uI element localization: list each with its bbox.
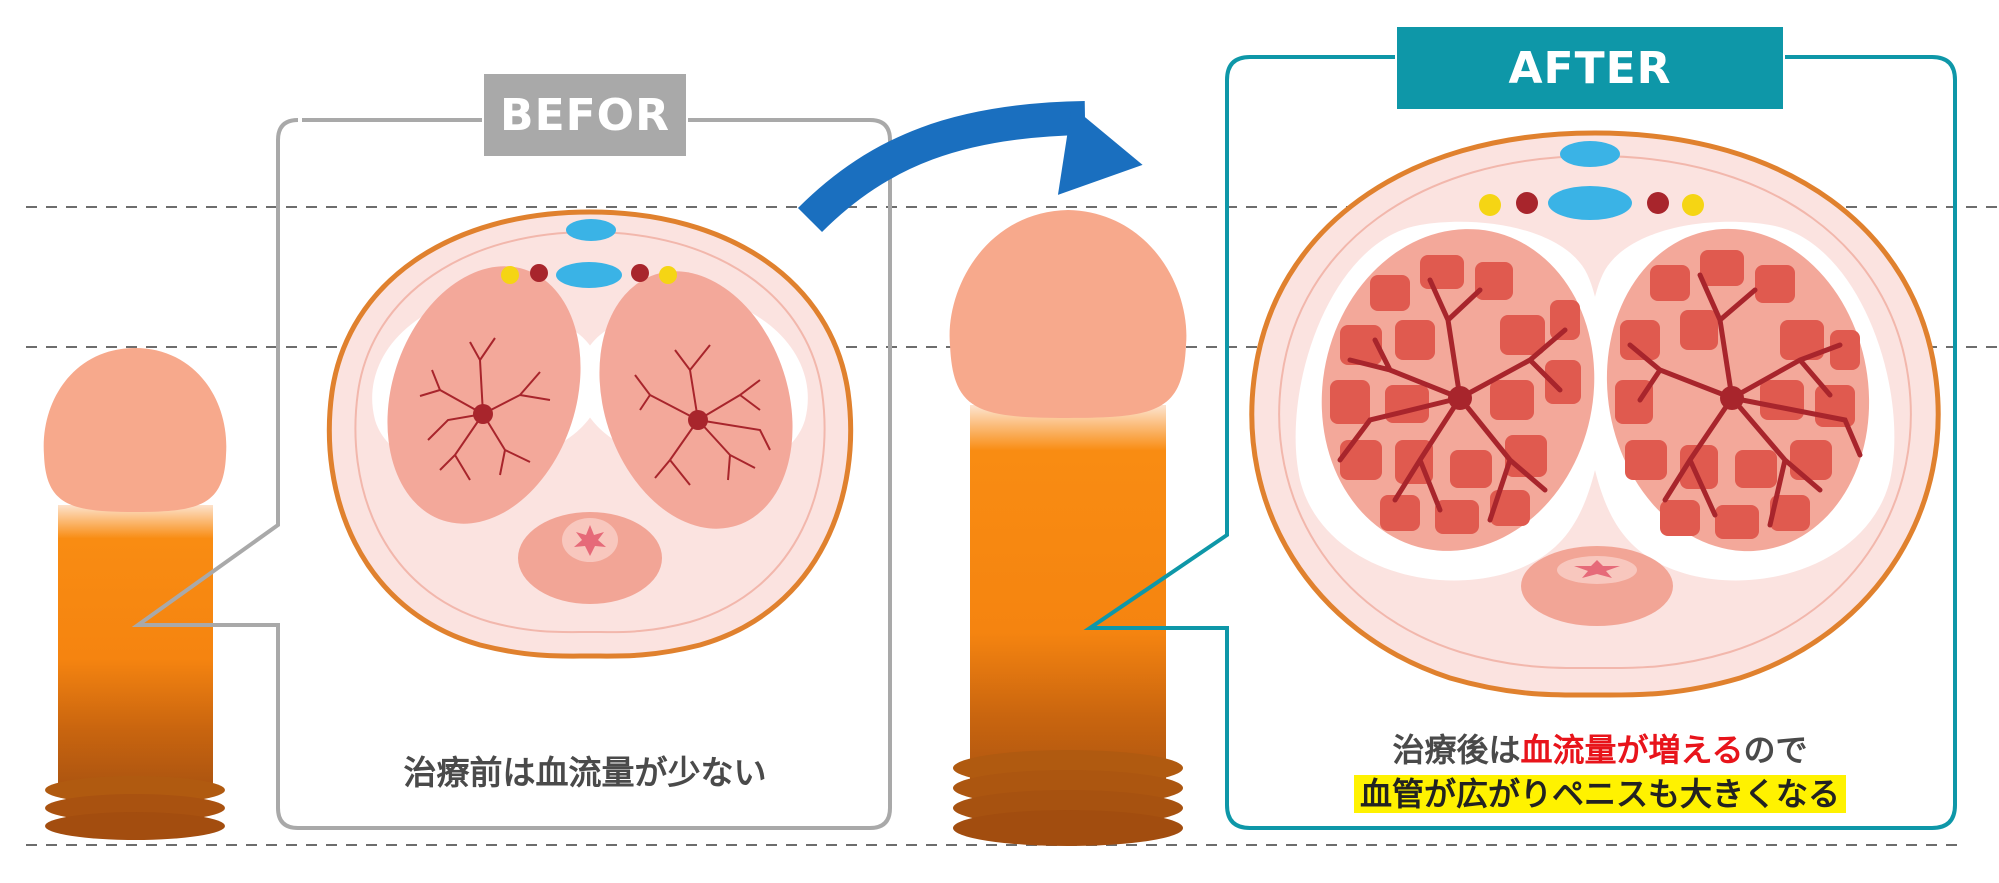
before-label: BEFOR <box>484 74 686 156</box>
after-caption-red-text: 血流量が増える <box>1520 731 1744 769</box>
before-caption: 治療前は血流量が少ない <box>403 753 767 792</box>
after-penis-illustration <box>949 210 1187 846</box>
before-frame <box>131 118 892 830</box>
before-penis-illustration <box>43 348 227 840</box>
after-caption: 治療後は血流量が増えるので 血管が広がりペニスも大きくなる <box>1240 728 1960 816</box>
before-veins <box>419 337 771 486</box>
after-caption-highlight: 血管が広がりペニスも大きくなる <box>1353 775 1846 813</box>
after-caption-line1: 治療後は血流量が増えるので <box>1240 728 1960 772</box>
after-caption-line2: 血管が広がりペニスも大きくなる <box>1240 772 1960 816</box>
before-cross-section <box>326 209 854 659</box>
after-caption-part1: 治療後は <box>1392 731 1521 769</box>
after-veins <box>1337 272 1863 528</box>
after-frame <box>1083 55 1957 830</box>
after-cross-section <box>1249 130 1941 698</box>
after-caption-part3: ので <box>1743 731 1808 769</box>
arrow-icon <box>797 101 1143 233</box>
after-label: AFTER <box>1397 27 1783 109</box>
